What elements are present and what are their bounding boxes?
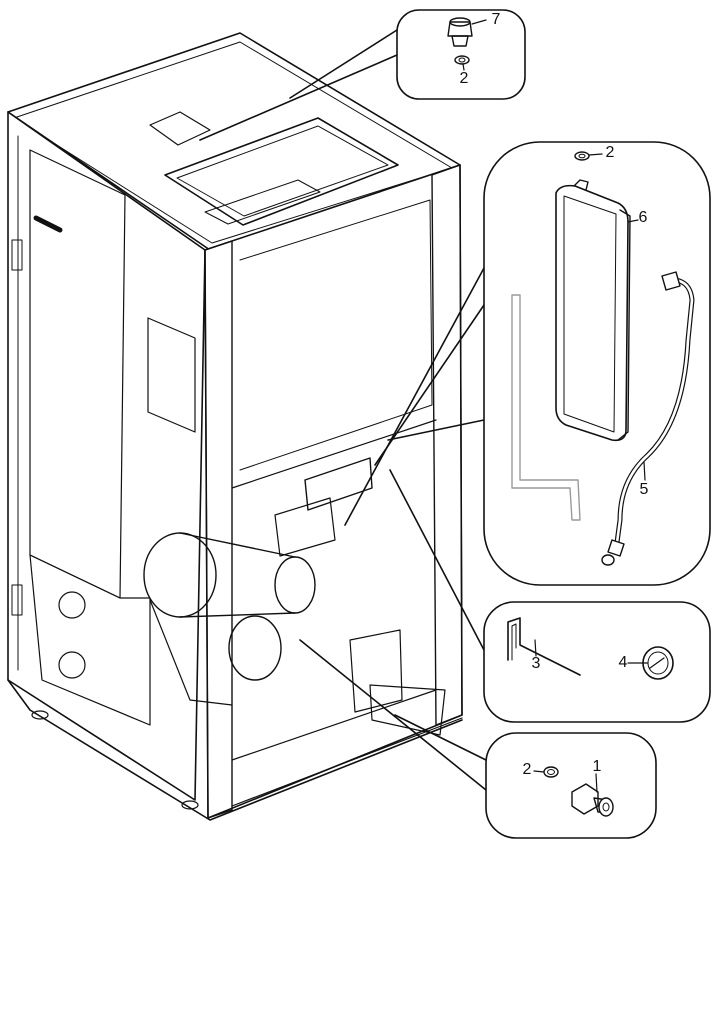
boiler-cabinet — [7, 32, 463, 821]
callout-2-air-vent: 2 — [459, 70, 469, 87]
callout-2-fitting: 2 — [522, 761, 532, 778]
panel-fitting — [485, 732, 657, 839]
callout-1: 1 — [592, 758, 602, 775]
panel-air-vent — [396, 9, 526, 100]
callout-7: 7 — [491, 11, 501, 28]
expansion-vessel-tank — [555, 184, 629, 442]
base-plate — [7, 679, 463, 821]
panel-expansion-vessel — [483, 141, 711, 586]
callout-5: 5 — [639, 481, 649, 498]
callout-6: 6 — [638, 209, 648, 226]
callout-3: 3 — [531, 655, 541, 672]
front-right-post — [431, 164, 463, 726]
pump-block — [304, 457, 373, 511]
callout-2-expansion: 2 — [605, 144, 615, 161]
burner-cylinder-lower — [228, 615, 282, 681]
leader-lines — [199, 29, 487, 791]
threaded-fitting — [571, 783, 599, 815]
front-frame — [204, 164, 463, 819]
front-left-post — [204, 240, 233, 819]
left-side-panel — [7, 111, 206, 801]
callout-4: 4 — [618, 654, 628, 671]
panel-probe-gauge — [483, 601, 711, 723]
